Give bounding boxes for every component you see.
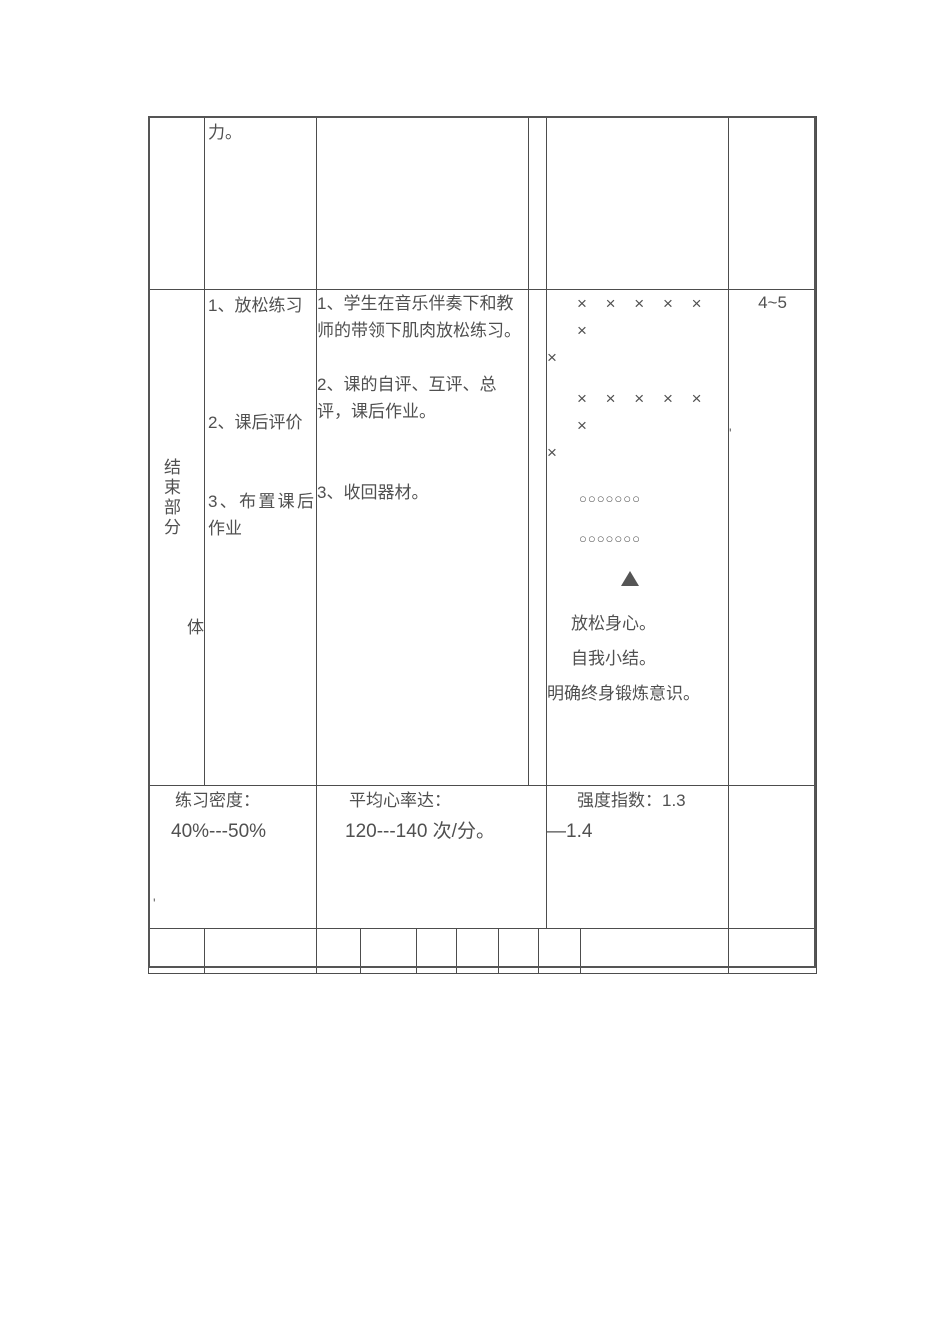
description-spacer-2 bbox=[317, 425, 528, 479]
cell-formation-empty bbox=[546, 116, 729, 290]
cell-content-continued: 力。 bbox=[204, 116, 317, 290]
scan-artifact-comma-time: ' bbox=[729, 425, 732, 441]
content-spacer-2 bbox=[208, 436, 314, 488]
footer-cell bbox=[360, 928, 417, 974]
formation-spacer-6 bbox=[547, 637, 728, 645]
footer-cell bbox=[148, 928, 205, 974]
formation-note-3: 明确终身锻炼意识。 bbox=[547, 684, 700, 703]
intensity-index-label: 强度指数：1.3 bbox=[577, 791, 686, 810]
footer-cell bbox=[316, 928, 361, 974]
triangle-icon bbox=[620, 571, 639, 586]
formation-x-row-1: × × × × × × bbox=[577, 294, 709, 340]
cell-thin-closing bbox=[528, 289, 547, 786]
formation-spacer-5 bbox=[547, 596, 728, 610]
lesson-plan-table: 力。 结束部分 体 1、放松练习 2、课后评价 bbox=[148, 116, 817, 929]
footer-empty-row-table bbox=[148, 928, 817, 974]
formation-spacer-2 bbox=[547, 466, 728, 486]
footer-cell bbox=[498, 928, 539, 974]
table-row-continued: 力。 bbox=[148, 116, 817, 290]
phase-label-text: 结束部分 bbox=[161, 458, 180, 538]
ti-character: 体 bbox=[187, 618, 204, 637]
formation-x-wrap-2: × bbox=[547, 443, 557, 462]
description-item-3: 3、收回器材。 bbox=[317, 483, 429, 502]
cell-intensity-index: 强度指数：1.3 —1.4 bbox=[546, 785, 729, 929]
content-item-1: 1、放松练习 bbox=[208, 296, 303, 315]
cell-description-empty bbox=[316, 116, 529, 290]
intensity-index-value: —1.4 bbox=[547, 821, 593, 842]
cell-content-closing: 1、放松练习 2、课后评价 3、布置课后作业 bbox=[204, 289, 317, 786]
formation-leader-marker bbox=[547, 566, 728, 596]
formation-spacer-3 bbox=[547, 512, 728, 526]
cell-thin-empty bbox=[528, 116, 547, 290]
description-item-2: 2、课的自评、互评、总评，课后作业。 bbox=[317, 375, 497, 421]
table-row-summary: 练习密度： 40%---50% 平均心率达： 120---140 次/分。 强度… bbox=[148, 785, 817, 929]
footer-cell bbox=[204, 928, 317, 974]
scan-artifact-comma-margin: ' bbox=[153, 895, 156, 911]
phase-label-vertical: 结束部分 bbox=[155, 458, 180, 547]
footer-cell bbox=[416, 928, 457, 974]
cell-phase-empty bbox=[148, 116, 205, 290]
formation-spacer-7 bbox=[547, 672, 728, 680]
footer-cell bbox=[456, 928, 499, 974]
footer-cell bbox=[728, 928, 817, 974]
description-item-1: 1、学生在音乐伴奏下和教师的带领下肌肉放松练习。 bbox=[317, 294, 521, 340]
heart-rate-value: 120---140 次/分。 bbox=[345, 821, 495, 842]
cell-time-empty bbox=[728, 116, 817, 290]
formation-x-wrap-1: × bbox=[547, 348, 557, 367]
description-spacer-1 bbox=[317, 344, 528, 371]
formation-x-row-2: × × × × × × bbox=[577, 389, 709, 435]
cell-formation-diagram: × × × × × × × × × × × × × × ○○○○○○○ ○○○○… bbox=[546, 289, 729, 786]
practice-density-label: 练习密度： bbox=[175, 791, 260, 810]
formation-circle-row-2: ○○○○○○○ bbox=[579, 531, 641, 546]
practice-density-value: 40%---50% bbox=[171, 821, 267, 842]
formation-circle-row-1: ○○○○○○○ bbox=[579, 491, 641, 506]
formation-note-1: 放松身心。 bbox=[571, 614, 656, 633]
footer-cell bbox=[580, 928, 729, 974]
content-continued-text: 力。 bbox=[208, 123, 242, 142]
cell-heart-rate: 平均心率达： 120---140 次/分。 bbox=[316, 785, 547, 929]
cell-time-closing: 4~5 bbox=[728, 289, 817, 786]
cell-description-closing: 1、学生在音乐伴奏下和教师的带领下肌肉放松练习。 2、课的自评、互评、总评，课后… bbox=[316, 289, 529, 786]
footer-row bbox=[148, 928, 817, 974]
footer-cell bbox=[538, 928, 581, 974]
cell-practice-density: 练习密度： 40%---50% bbox=[148, 785, 317, 929]
formation-note-2: 自我小结。 bbox=[571, 649, 656, 668]
cell-phase-closing: 结束部分 体 bbox=[148, 289, 205, 786]
content-item-3: 3、布置课后作业 bbox=[208, 492, 314, 538]
formation-spacer-4 bbox=[547, 552, 728, 566]
formation-spacer-1 bbox=[547, 371, 728, 385]
content-item-2: 2、课后评价 bbox=[208, 413, 303, 432]
table-row-closing-part: 结束部分 体 1、放松练习 2、课后评价 3、布置课后作业 1、学生在音乐伴奏下… bbox=[148, 289, 817, 786]
heart-rate-label: 平均心率达： bbox=[349, 791, 451, 810]
content-spacer-1 bbox=[208, 319, 314, 409]
cell-summary-empty bbox=[728, 785, 817, 929]
